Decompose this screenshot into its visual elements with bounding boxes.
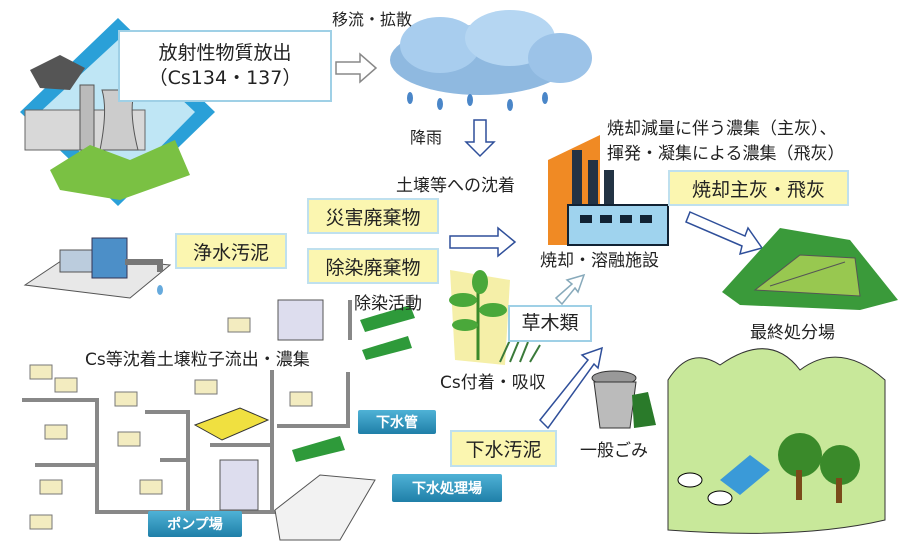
isotopes-label: （Cs134・137） [148, 67, 302, 89]
arrow-up [538, 346, 603, 430]
advection-label: 移流・拡散 [332, 10, 413, 29]
water-treatment-plant-icon [23, 237, 172, 299]
factory-icon [193, 407, 270, 441]
plant-icon [449, 270, 541, 365]
landfill-label: 最終処分場 [750, 323, 835, 343]
factory-icon [292, 436, 345, 462]
building-icon [277, 299, 324, 341]
concentration-label-1: 焼却減量に伴う濃集（主灰）、 [607, 119, 837, 139]
arrow-down [464, 119, 496, 158]
decontamination-waste-box: 除染廃棄物 [307, 248, 439, 284]
trash-can-icon [591, 370, 656, 429]
houses-icon [29, 317, 313, 530]
deposition-label: 土壌等への沈着 [396, 176, 515, 196]
arrow-up [554, 273, 586, 306]
runoff-label: Cs等沈着土壌粒子流出・濃集 [85, 345, 310, 370]
sewage-plant-label: 下水処理場 [392, 474, 502, 502]
incinerator-label: 焼却・溶融施設 [540, 251, 659, 271]
sewage-sludge-box: 下水汚泥 [450, 430, 557, 467]
water-sludge-box: 浄水汚泥 [175, 233, 287, 269]
cs-absorption-label: Cs付着・吸収 [440, 373, 546, 393]
concentration-label-2: 揮発・凝集による濃集（飛灰） [607, 144, 845, 164]
factory-icon [362, 336, 412, 360]
sewage-plant-icon [274, 474, 376, 541]
landfill-icon [722, 228, 898, 310]
rain-cloud-icon [390, 10, 592, 111]
arrow-right [335, 52, 378, 84]
arrow-right [449, 226, 517, 258]
building-icon [219, 459, 259, 511]
rainfall-label: 降雨 [410, 128, 443, 147]
mountain-forest-icon [667, 348, 886, 534]
sewer-pipe-label: 下水管 [358, 410, 436, 434]
release-box: 放射性物質放出（Cs134・137） [118, 30, 332, 102]
decontamination-activity-label: 除染活動 [354, 294, 422, 314]
arrow-right [685, 211, 764, 256]
incineration-facility-icon [548, 135, 669, 246]
disaster-waste-box: 災害廃棄物 [307, 198, 439, 234]
vegetation-box: 草木類 [508, 305, 592, 342]
ash-box: 焼却主灰・飛灰 [668, 170, 849, 206]
general-waste-label: 一般ごみ [580, 441, 648, 461]
release-label: 放射性物質放出 [158, 42, 292, 65]
factory-icon [360, 305, 415, 332]
pump-station-label: ポンプ場 [148, 511, 242, 537]
